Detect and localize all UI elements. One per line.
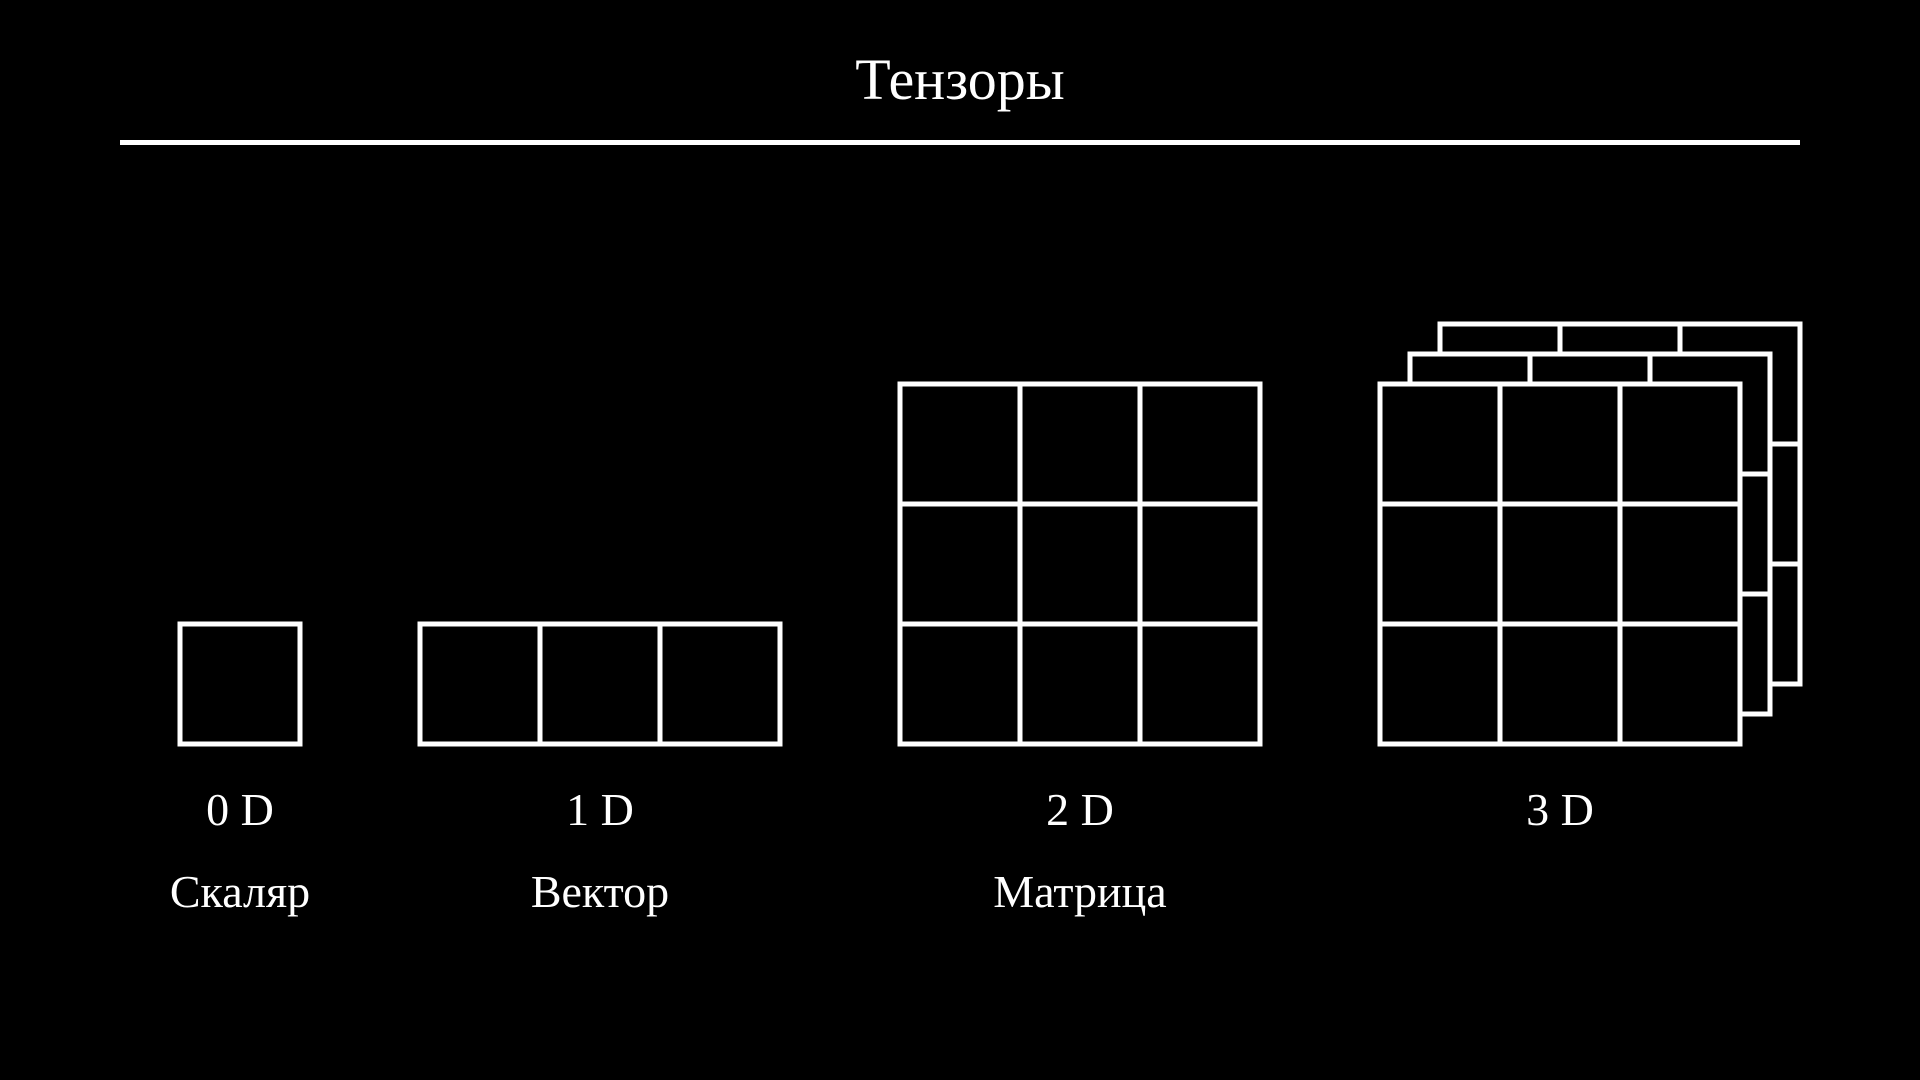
tensor-1d-dim-label: 1 D: [566, 784, 634, 835]
tensor-1d-name: Вектор: [530, 866, 670, 917]
tensor-cell: [1017, 501, 1143, 627]
tensor-cell: [1617, 501, 1743, 627]
title-divider: [120, 140, 1800, 145]
tensor-1d-grid: [417, 621, 783, 747]
tensor-cell: [1137, 621, 1263, 747]
tensor-2d-name: Матрица: [993, 866, 1167, 917]
tensor-cell: [537, 621, 663, 747]
tensor-cell: [1017, 621, 1143, 747]
tensor-2d-dim-label: 2 D: [1046, 784, 1114, 835]
tensor-cell: [1017, 381, 1143, 507]
tensor-cell: [1377, 621, 1503, 747]
tensor-cell: [1377, 501, 1503, 627]
tensor-cell: [1137, 381, 1263, 507]
tensor-cell: [897, 621, 1023, 747]
tensor-0d-name: Скаляр: [169, 866, 311, 917]
tensor-3d-grid: [1377, 321, 1803, 747]
tensor-cell: [1377, 381, 1503, 507]
tensor-cell: [1137, 501, 1263, 627]
tensor-cell: [417, 621, 543, 747]
tensor-cell: [897, 381, 1023, 507]
tensor-0d-grid: [177, 621, 303, 747]
tensor-cell: [1617, 381, 1743, 507]
slide-title: Тензоры: [855, 47, 1065, 112]
tensor-cell: [657, 621, 783, 747]
tensor-cell: [1497, 501, 1623, 627]
tensor-cell: [1497, 621, 1623, 747]
tensor-cell: [897, 501, 1023, 627]
tensor-3d-dim-label: 3 D: [1526, 784, 1594, 835]
tensor-2d-grid: [897, 381, 1263, 747]
tensor-cell: [177, 621, 303, 747]
tensor-cell: [1617, 621, 1743, 747]
tensor-0d-dim-label: 0 D: [206, 784, 274, 835]
tensor-cell: [1497, 381, 1623, 507]
